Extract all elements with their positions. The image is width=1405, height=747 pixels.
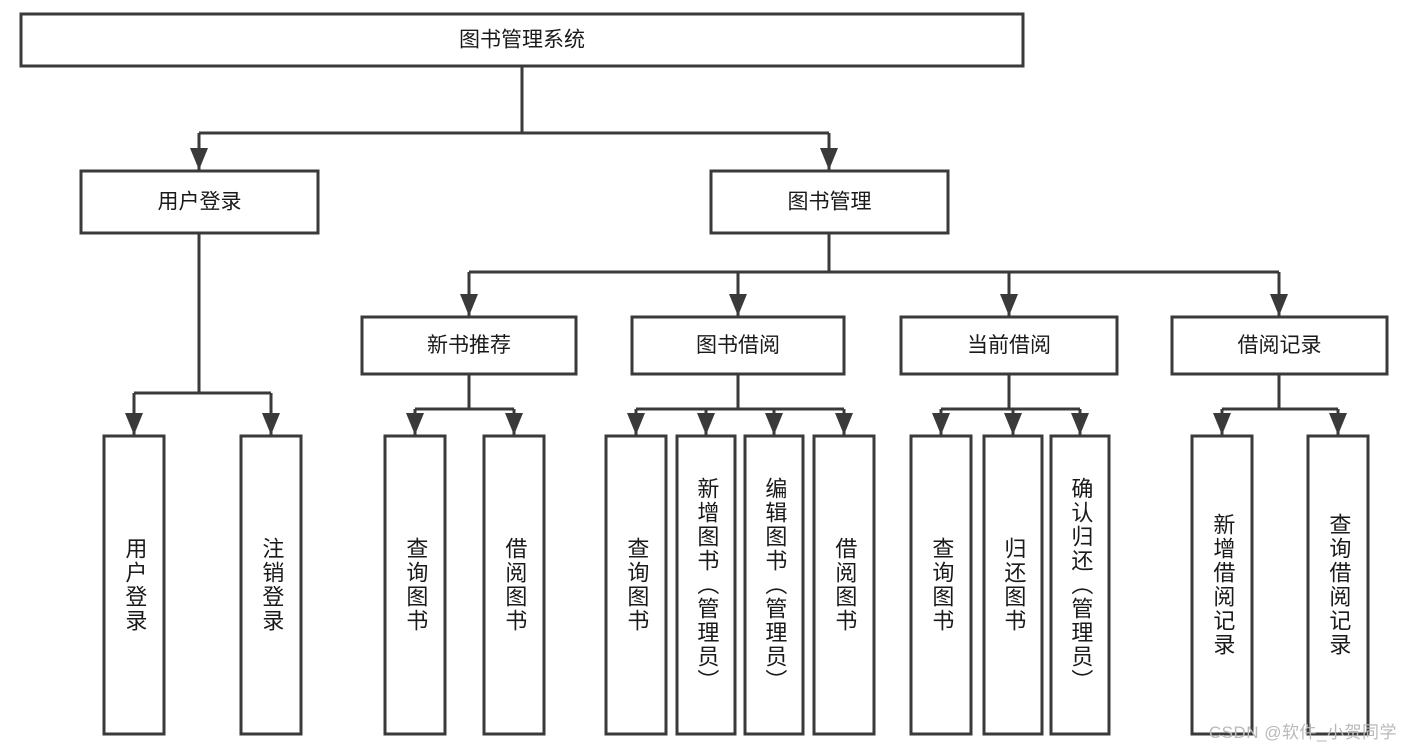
node-box-leaf-query-book-2 bbox=[604, 434, 668, 736]
arrow-head-current-to-leaves-1 bbox=[1004, 413, 1022, 435]
node-box-leaf-return-book bbox=[982, 434, 1044, 736]
node-box-user-login bbox=[79, 169, 320, 235]
node-box-leaf-confirm-return-admin bbox=[1049, 434, 1111, 736]
arrow-head-manage-to-level3-0 bbox=[460, 294, 478, 316]
node-label-borrow-record: 借阅记录 bbox=[1238, 334, 1322, 357]
arrow-head-login-to-leaves-1 bbox=[262, 413, 280, 435]
node-label-root: 图书管理系统 bbox=[459, 29, 585, 52]
arrow-head-manage-to-level3-3 bbox=[1270, 294, 1288, 316]
node-box-borrow-record bbox=[1170, 315, 1389, 376]
arrow-head-root-to-level2-0 bbox=[190, 148, 208, 170]
arrow-head-manage-to-level3-2 bbox=[1000, 294, 1018, 316]
node-box-leaf-edit-book-admin bbox=[743, 434, 805, 736]
node-box-leaf-add-book-admin bbox=[675, 434, 737, 736]
arrow-head-recommend-to-leaves-1 bbox=[505, 413, 523, 435]
arrow-head-borrow-to-leaves-3 bbox=[835, 413, 853, 435]
arrow-head-manage-to-level3-1 bbox=[729, 294, 747, 316]
connectors-layer bbox=[125, 66, 1347, 435]
node-box-leaf-query-book-3 bbox=[909, 434, 973, 736]
node-box-leaf-logout-login bbox=[239, 434, 303, 736]
watermark-credit: CSDN @软件_小贺同学 bbox=[1208, 723, 1397, 742]
arrow-head-current-to-leaves-0 bbox=[932, 413, 950, 435]
node-box-leaf-query-book-1 bbox=[383, 434, 447, 736]
node-label-book-borrow: 图书借阅 bbox=[696, 334, 780, 357]
node-box-leaf-add-borrow-record bbox=[1190, 434, 1254, 736]
node-label-new-book-recommend: 新书推荐 bbox=[427, 334, 511, 357]
node-box-root bbox=[19, 12, 1025, 68]
arrow-head-login-to-leaves-0 bbox=[125, 413, 143, 435]
arrow-head-root-to-level2-1 bbox=[820, 148, 838, 170]
boxes-layer bbox=[19, 12, 1389, 736]
arrow-head-record-to-leaves-0 bbox=[1213, 413, 1231, 435]
node-label-book-manage: 图书管理 bbox=[788, 191, 872, 214]
node-label-user-login: 用户登录 bbox=[158, 191, 242, 214]
arrow-head-recommend-to-leaves-0 bbox=[406, 413, 424, 435]
node-box-leaf-borrow-book-1 bbox=[482, 434, 546, 736]
node-box-leaf-query-borrow-record bbox=[1306, 434, 1370, 736]
node-box-new-book-recommend bbox=[360, 315, 578, 376]
node-label-current-borrow: 当前借阅 bbox=[967, 334, 1051, 357]
arrow-head-borrow-to-leaves-2 bbox=[765, 413, 783, 435]
node-box-leaf-user-login bbox=[102, 434, 166, 736]
arrow-head-record-to-leaves-1 bbox=[1329, 413, 1347, 435]
arrow-head-current-to-leaves-2 bbox=[1071, 413, 1089, 435]
node-box-book-borrow bbox=[630, 315, 846, 376]
arrow-head-borrow-to-leaves-0 bbox=[627, 413, 645, 435]
arrow-head-borrow-to-leaves-1 bbox=[697, 413, 715, 435]
node-box-book-manage bbox=[709, 169, 950, 235]
node-box-current-borrow bbox=[899, 315, 1119, 376]
node-box-leaf-borrow-book-2 bbox=[812, 434, 876, 736]
